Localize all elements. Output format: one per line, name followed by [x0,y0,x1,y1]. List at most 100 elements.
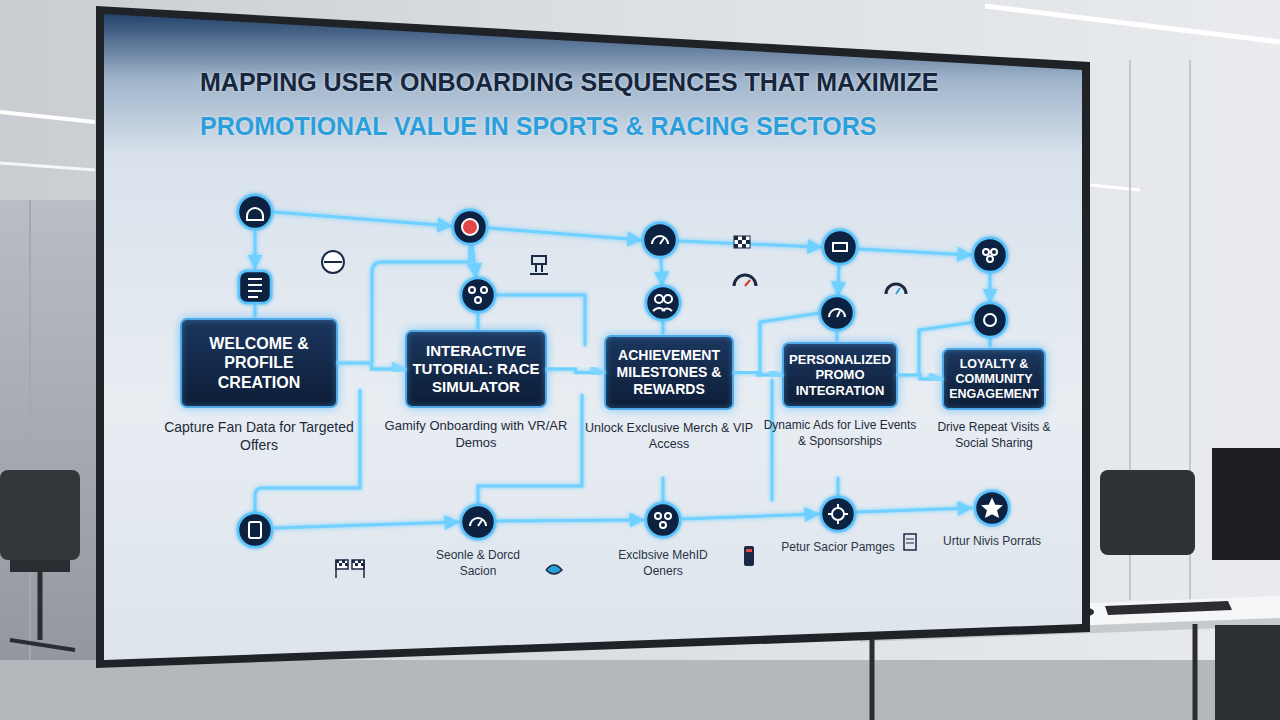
glass-panels [1100,470,1195,555]
ceiling-lights [1090,185,1140,190]
icon-glyph [481,287,487,293]
flow-line [989,273,992,302]
flow-line [838,265,839,295]
decor-symbol [324,261,342,263]
icon-glyph [829,309,845,317]
decor-symbol [744,546,754,566]
icon-label: Petur Sacior Pamges [778,540,898,556]
flow-line [274,212,451,226]
icon-glyph [665,513,671,519]
flow-line [857,508,971,512]
decor-symbol [322,251,344,273]
floor [0,660,1280,720]
icon-label: Exclbsive MehID Oeners [603,548,723,579]
icon-glyph [248,279,262,297]
decor-symbol [896,288,900,294]
decor-symbol [886,284,906,294]
flow-line [254,305,257,316]
process-box: PERSONALIZED PROMO INTEGRATION [782,342,898,408]
icon-node [973,303,1007,337]
box-description: Capture Fan Data for Targeted Offers [158,418,360,454]
window-area [10,640,75,650]
icon-glyph [652,236,668,244]
flow-line [771,380,774,500]
process-box: INTERACTIVE TUTORIAL: RACE SIMULATOR [405,330,547,408]
ceiling-lights [0,112,95,122]
box-description: Dynamic Ads for Live Events & Sponsorshi… [760,418,920,449]
icon-glyph [247,208,263,220]
desk [1215,625,1280,720]
process-box: ACHIEVEMENT MILESTONES & REWARDS [604,335,734,410]
connector-group [338,363,942,379]
decor-symbol [734,275,756,286]
flow-line [477,313,480,328]
icon-node [461,278,495,312]
icon-node [643,223,677,257]
flow-line [837,478,840,496]
box-description: Unlock Exclusive Merch & VIP Access [582,420,756,453]
icon-glyph [247,208,1001,538]
screen [104,14,1082,660]
box-description: Gamify Onboarding with VR/AR Demos [383,418,569,452]
box-title: INTERACTIVE TUTORIAL: RACE SIMULATOR [412,342,540,396]
flow-line [275,522,458,528]
icon-glyph [984,314,996,326]
flow-line [497,520,643,521]
icon-node [821,497,855,531]
process-node: INTERACTIVE TUTORIAL: RACE SIMULATORGami… [405,330,547,452]
decor-symbol [322,236,916,578]
decor-symbol [336,560,364,569]
icon-glyph [984,500,1001,516]
flow-line [489,228,641,240]
icon-glyph [655,513,661,519]
flow-arrow [734,373,782,376]
box-title: LOYALTY & COMMUNITY ENGAGEMENT [949,357,1039,402]
process-node: WELCOME & PROFILE CREATIONCapture Fan Da… [180,318,338,454]
window-area [0,470,80,560]
flow-line [254,231,257,268]
decor-symbol [746,549,752,552]
flow-arrow [547,369,604,373]
ceiling-lights [0,163,95,170]
window-area [0,200,96,720]
icon-node [238,513,272,547]
process-box: WELCOME & PROFILE CREATION [180,318,338,408]
icon-node [646,286,680,320]
screen-bezel [96,6,1090,668]
decor-symbol [904,534,916,550]
process-box: LOYALTY & COMMUNITY ENGAGEMENT [942,348,1046,410]
icon-glyph [664,295,672,303]
icon-glyph [655,295,663,303]
flow-line [683,514,818,519]
icon-glyph [653,308,672,311]
process-node: ACHIEVEMENT MILESTONES & REWARDSUnlock E… [604,335,734,453]
icon-node [820,296,854,330]
box-title: ACHIEVEMENT MILESTONES & REWARDS [611,347,727,397]
icon-node [453,210,487,244]
icon-glyph [475,297,481,303]
flow-line [662,321,665,333]
box-title: WELCOME & PROFILE CREATION [187,334,331,392]
flow-line [472,245,476,277]
box-title: PERSONALIZED PROMO INTEGRATION [789,352,891,399]
decor-symbol [906,539,914,543]
icon-glyph [991,249,997,255]
decor-symbol [546,565,562,574]
flow-arrow [338,363,405,369]
icon-glyph [249,522,261,538]
icon-glyph [828,504,848,524]
diagram-title: MAPPING USER ONBOARDING SEQUENCES THAT M… [200,60,1075,148]
window-area [0,200,96,720]
glass-panels [1100,60,1280,600]
decor-symbol [734,236,750,248]
icon-node [239,271,271,303]
icon-node [823,230,857,264]
icon-node [646,503,680,537]
icon-glyph [469,287,475,293]
decor-symbol [530,256,548,274]
icon-glyph [832,508,844,520]
window-area [10,560,70,572]
